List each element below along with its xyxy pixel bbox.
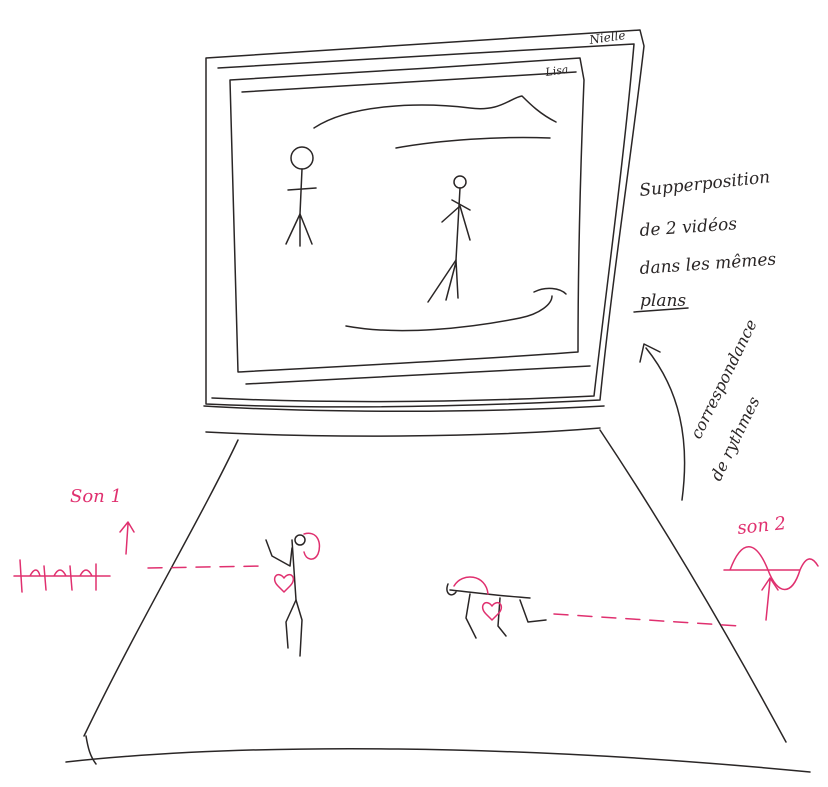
projection-screen: Nielle Lisa: [204, 28, 644, 436]
scenery-line-top: [314, 96, 556, 128]
stage-floor: [66, 430, 810, 772]
stage-figure-right: [447, 577, 546, 638]
heart-icon: [275, 575, 294, 592]
annotation-top-line-1: Supperposition: [638, 167, 771, 201]
annotation-correspondance: correspondance de rythmes: [687, 316, 764, 483]
sound-1-label: Son 1: [70, 486, 122, 507]
scenery-line-bottom: [346, 296, 552, 331]
screen-figure-left: [286, 147, 316, 246]
correspondence-arrow: [640, 344, 685, 500]
screen-outer-frame-double: [212, 44, 634, 402]
screen-bottom-edge-2: [206, 428, 600, 436]
scenery-line-bottom-hook: [534, 288, 566, 294]
sound-2-group: son 2: [554, 513, 818, 626]
screen-label-lisa: Lisa: [544, 63, 570, 79]
screen-inner-frame-double: [242, 72, 576, 92]
sound-1-group: Son 1: [14, 486, 264, 592]
sound-2-dashed-link: [554, 614, 740, 626]
annotation-superposition: Supperposition de 2 vidéos dans les même…: [634, 167, 777, 312]
stage-front-edge: [66, 749, 810, 772]
sound-2-label: son 2: [736, 513, 787, 539]
curved-arrow-shaft: [646, 348, 685, 500]
annotation-top-line-2: de 2 vidéos: [639, 214, 738, 241]
stage-right-edge: [600, 430, 786, 742]
sound-1-dashed-link: [148, 566, 264, 568]
stage-left-edge: [84, 440, 238, 736]
sound-2-waveform: [724, 547, 818, 590]
sound-1-arrow: [120, 522, 134, 554]
scenery-line-mid: [396, 137, 550, 148]
sound-1-waveform: [14, 560, 110, 592]
screen-figure-center: [428, 176, 470, 302]
annotation-top-line-3: dans les mêmes: [639, 249, 777, 279]
stage-figure-left: [266, 533, 319, 656]
